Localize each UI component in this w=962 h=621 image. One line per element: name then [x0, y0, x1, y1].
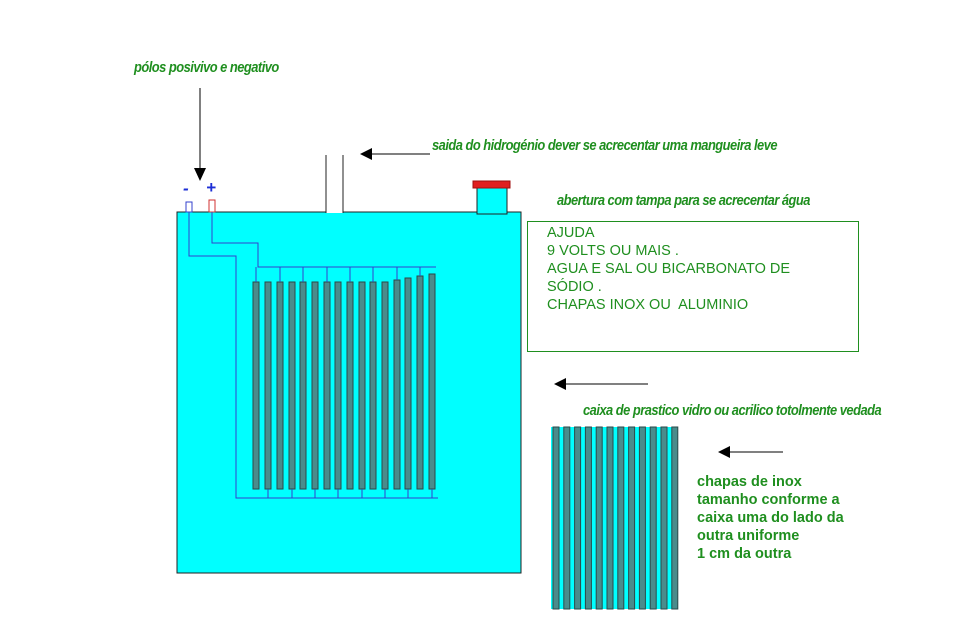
help-line: CHAPAS INOX OU ALUMINIO: [547, 297, 749, 313]
negative-sign: -: [183, 179, 189, 198]
arrow-icon: [718, 446, 783, 458]
sample-plate: [671, 426, 679, 610]
hydrogen-outlet-tube: [326, 155, 343, 213]
sample-plate: [628, 426, 636, 610]
electrode-plate: [381, 281, 389, 490]
help-line: AGUA E SAL OU BICARBONATO DE: [547, 261, 791, 277]
electrode-plates: [252, 267, 436, 498]
sample-plate: [638, 426, 646, 610]
plate-note-line: 1 cm da outra: [697, 546, 792, 562]
box-material-label: caixa de prastico vidro ou acrilico toto…: [583, 402, 882, 419]
sample-plate: [584, 426, 592, 610]
electrode-plate: [358, 281, 366, 490]
arrow-icon: [554, 378, 648, 390]
electrode-plate: [369, 281, 377, 490]
hydrogen-outlet-label: saida do hidrogénio dever se acrecentar …: [432, 137, 778, 154]
positive-terminal: [208, 199, 216, 213]
positive-sign: +: [206, 178, 216, 197]
sample-plate: [595, 426, 603, 610]
electrode-plate: [288, 281, 296, 490]
sample-plate: [649, 426, 657, 610]
sample-plate: [660, 426, 668, 610]
arrow-icon: [194, 88, 206, 181]
electrode-plate: [428, 273, 436, 490]
electrode-plate: [323, 281, 331, 490]
plate-note-line: tamanho conforme a: [697, 492, 840, 508]
sample-plate: [617, 426, 625, 610]
help-line: SÓDIO .: [547, 279, 602, 295]
positive-wire: [211, 212, 436, 268]
sample-plate: [563, 426, 571, 610]
water-fill-opening: [476, 186, 508, 215]
poles-label: pólos posivivo e negativo: [134, 59, 279, 76]
help-line: AJUDA: [547, 225, 595, 241]
water-opening-label: abertura com tampa para se acrecentar ág…: [557, 192, 810, 209]
plate-note-line: chapas de inox: [697, 474, 802, 490]
sample-plate: [574, 426, 582, 610]
electrode-plate: [393, 279, 401, 490]
plate-note: chapas de inox tamanho conforme a caixa …: [697, 473, 844, 563]
help-line: 9 VOLTS OU MAIS .: [547, 243, 679, 259]
sample-water: [551, 427, 678, 609]
red-cap-icon: [472, 180, 511, 189]
electrode-plate: [252, 281, 260, 490]
sample-plate: [552, 426, 560, 610]
plate-sample-stack: [551, 426, 679, 610]
electrode-plate: [299, 281, 307, 490]
help-box: AJUDA 9 VOLTS OU MAIS . AGUA E SAL OU BI…: [527, 221, 859, 352]
electrode-plate: [311, 281, 319, 490]
electrode-plate: [264, 281, 272, 490]
electrode-plate: [404, 277, 412, 490]
sample-plate: [606, 426, 614, 610]
plate-note-line: outra uniforme: [697, 528, 800, 544]
electrode-plate: [346, 281, 354, 490]
electrode-plate: [276, 281, 284, 490]
arrow-icon: [360, 148, 430, 160]
electrode-plate: [416, 275, 424, 490]
negative-wire: [188, 212, 438, 499]
negative-terminal: [185, 201, 193, 213]
electrode-plate: [334, 281, 342, 490]
plate-note-line: caixa uma do lado da: [697, 510, 844, 526]
